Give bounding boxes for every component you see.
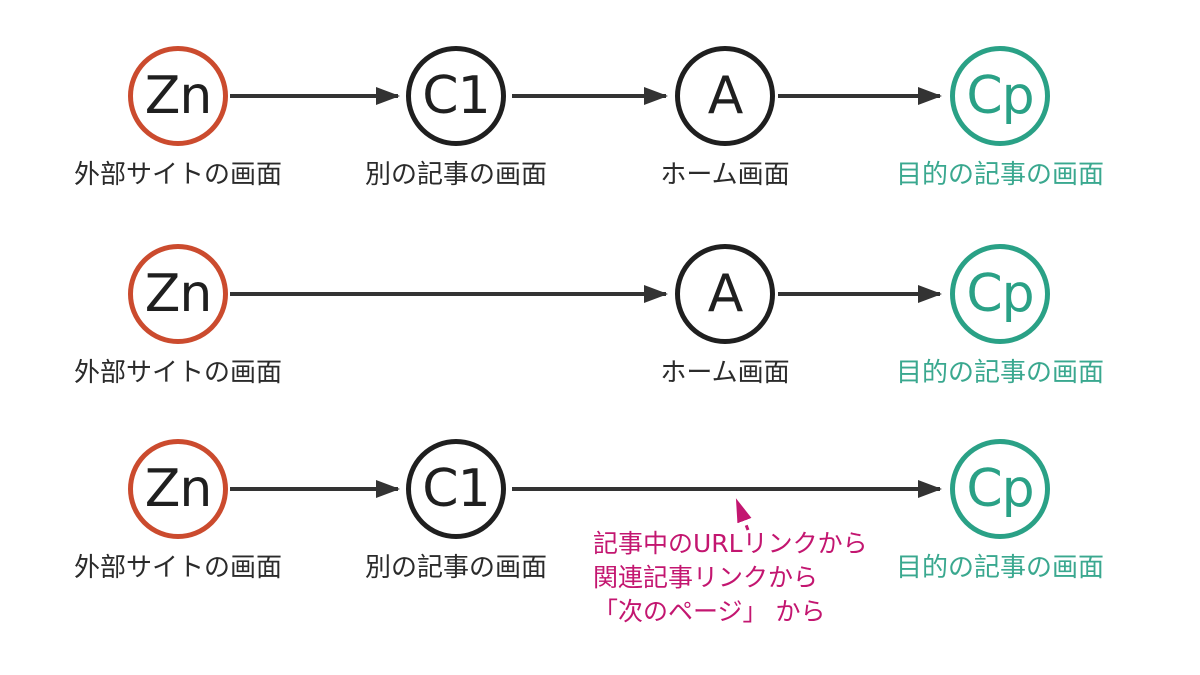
node-cp-row3-label: 目的の記事の画面 bbox=[895, 553, 1104, 583]
node-cp-row1: Cp bbox=[950, 46, 1050, 146]
node-zn-row2-letter: Zn bbox=[144, 264, 213, 324]
node-zn-row1: Zn bbox=[128, 46, 228, 146]
node-zn-row1-label: 外部サイトの画面 bbox=[73, 160, 282, 190]
node-c1-row1-label: 別の記事の画面 bbox=[364, 160, 547, 190]
annotation-line-3: 「次のページ」 から bbox=[593, 597, 826, 626]
node-zn-row3-label: 外部サイトの画面 bbox=[73, 553, 282, 583]
node-c1-row3-label: 別の記事の画面 bbox=[364, 553, 547, 583]
node-cp-row2: Cp bbox=[950, 244, 1050, 344]
node-zn-row1-letter: Zn bbox=[144, 66, 213, 126]
annotation-pointer-icon bbox=[735, 498, 752, 531]
node-a-row2: A bbox=[675, 244, 775, 344]
node-cp-row2-letter: Cp bbox=[966, 264, 1034, 324]
node-zn-row3-letter: Zn bbox=[144, 459, 213, 519]
node-zn-row3: Zn bbox=[128, 439, 228, 539]
node-cp-row1-label: 目的の記事の画面 bbox=[895, 160, 1104, 190]
node-a-row2-label: ホーム画面 bbox=[660, 358, 790, 388]
node-cp-row3: Cp bbox=[950, 439, 1050, 539]
node-zn-row2-label: 外部サイトの画面 bbox=[73, 358, 282, 388]
node-a-row2-letter: A bbox=[707, 264, 744, 324]
node-c1-row1: C1 bbox=[406, 46, 506, 146]
node-c1-row3-letter: C1 bbox=[422, 459, 490, 519]
node-cp-row2-label: 目的の記事の画面 bbox=[895, 358, 1104, 388]
annotation-line-2: 関連記事リンクから bbox=[593, 563, 819, 592]
node-a-row1: A bbox=[675, 46, 775, 146]
node-c1-row1-letter: C1 bbox=[422, 66, 490, 126]
node-a-row1-letter: A bbox=[707, 66, 744, 126]
node-a-row1-label: ホーム画面 bbox=[660, 160, 790, 190]
node-zn-row2: Zn bbox=[128, 244, 228, 344]
annotation-text: 記事中のURLリンクから 関連記事リンクから 「次のページ」 から bbox=[593, 527, 868, 629]
node-cp-row3-letter: Cp bbox=[966, 459, 1034, 519]
annotation-line-1: 記事中のURLリンクから bbox=[593, 529, 868, 558]
node-cp-row1-letter: Cp bbox=[966, 66, 1034, 126]
node-c1-row3: C1 bbox=[406, 439, 506, 539]
